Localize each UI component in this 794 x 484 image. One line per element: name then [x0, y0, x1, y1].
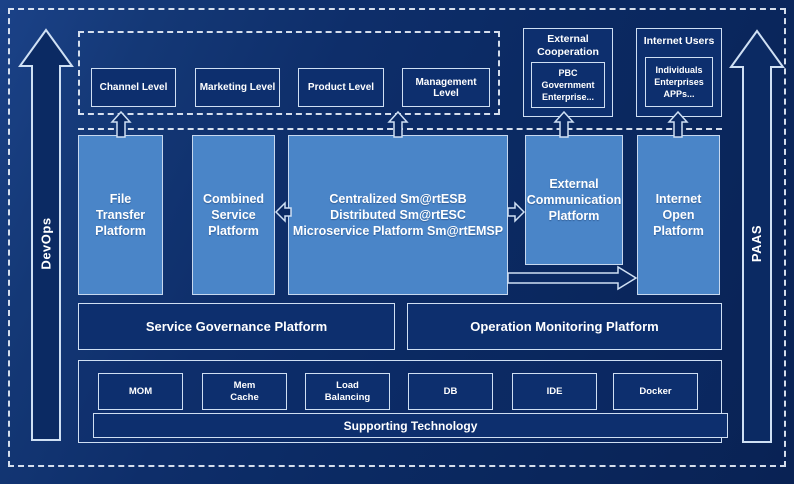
supporting-technology-bar: Supporting Technology — [93, 413, 728, 438]
docker-label: Docker — [639, 385, 672, 397]
external-cooperation-inner-box: PBC Government Enterprise... — [531, 62, 605, 108]
channel-level-box: Channel Level — [91, 68, 176, 107]
channel-level-label: Channel Level — [99, 82, 168, 93]
internet-users-box: Internet Users Individuals Enterprises A… — [636, 28, 722, 117]
service-governance-platform-box: Service Governance Platform — [78, 303, 395, 350]
central-esb-platform-label: Centralized Sm@rtESB Distributed Sm@rtES… — [292, 192, 504, 238]
external-communication-platform-box: External Communication Platform — [525, 135, 623, 265]
outer-dashed-frame — [8, 8, 786, 467]
db-box: DB — [408, 373, 493, 410]
mom-box: MOM — [98, 373, 183, 410]
mem-cache-label: Mem Cache — [230, 379, 259, 403]
internet-open-platform-box: Internet Open Platform — [637, 135, 720, 295]
devops-rail-label-wrap: DevOps — [6, 217, 86, 269]
internet-users-title: Internet Users — [643, 35, 715, 47]
mom-label: MOM — [128, 385, 153, 397]
supporting-technology-label: Supporting Technology — [343, 418, 478, 433]
docker-box: Docker — [613, 373, 698, 410]
external-cooperation-title: External Cooperation — [537, 33, 599, 58]
ide-label: IDE — [546, 385, 563, 397]
db-label: DB — [443, 385, 458, 397]
external-cooperation-body: PBC Government Enterprise... — [541, 68, 595, 102]
product-level-box: Product Level — [298, 68, 384, 107]
paas-label: PAAS — [749, 224, 765, 262]
load-balancing-box: Load Balancing — [305, 373, 390, 410]
service-governance-platform-label: Service Governance Platform — [145, 319, 328, 334]
internet-open-platform-label: Internet Open Platform — [653, 192, 704, 238]
file-transfer-platform-box: File Transfer Platform — [78, 135, 163, 295]
external-cooperation-box: External Cooperation PBC Government Ente… — [523, 28, 613, 117]
internet-users-body: Individuals Enterprises APPs... — [654, 65, 704, 99]
management-level-label: Management Level — [415, 76, 477, 99]
marketing-level-label: Marketing Level — [199, 82, 276, 93]
operation-monitoring-platform-label: Operation Monitoring Platform — [470, 319, 659, 334]
external-communication-platform-label: External Communication Platform — [526, 177, 622, 223]
mem-cache-box: Mem Cache — [202, 373, 287, 410]
file-transfer-platform-label: File Transfer Platform — [95, 192, 146, 238]
operation-monitoring-platform-box: Operation Monitoring Platform — [407, 303, 722, 350]
devops-label: DevOps — [38, 216, 54, 270]
levels-dashed-container — [78, 31, 500, 115]
load-balancing-label: Load Balancing — [324, 379, 371, 403]
internet-users-inner-box: Individuals Enterprises APPs... — [645, 57, 713, 107]
product-level-label: Product Level — [307, 82, 375, 93]
marketing-level-box: Marketing Level — [195, 68, 280, 107]
paas-rail-label-wrap: PAAS — [717, 223, 794, 263]
combined-service-platform-label: Combined Service Platform — [202, 192, 265, 238]
top-dashed-separator — [78, 128, 722, 130]
combined-service-platform-box: Combined Service Platform — [192, 135, 275, 295]
central-esb-platform-box: Centralized Sm@rtESB Distributed Sm@rtES… — [288, 135, 508, 295]
ide-box: IDE — [512, 373, 597, 410]
management-level-box: Management Level — [402, 68, 490, 107]
